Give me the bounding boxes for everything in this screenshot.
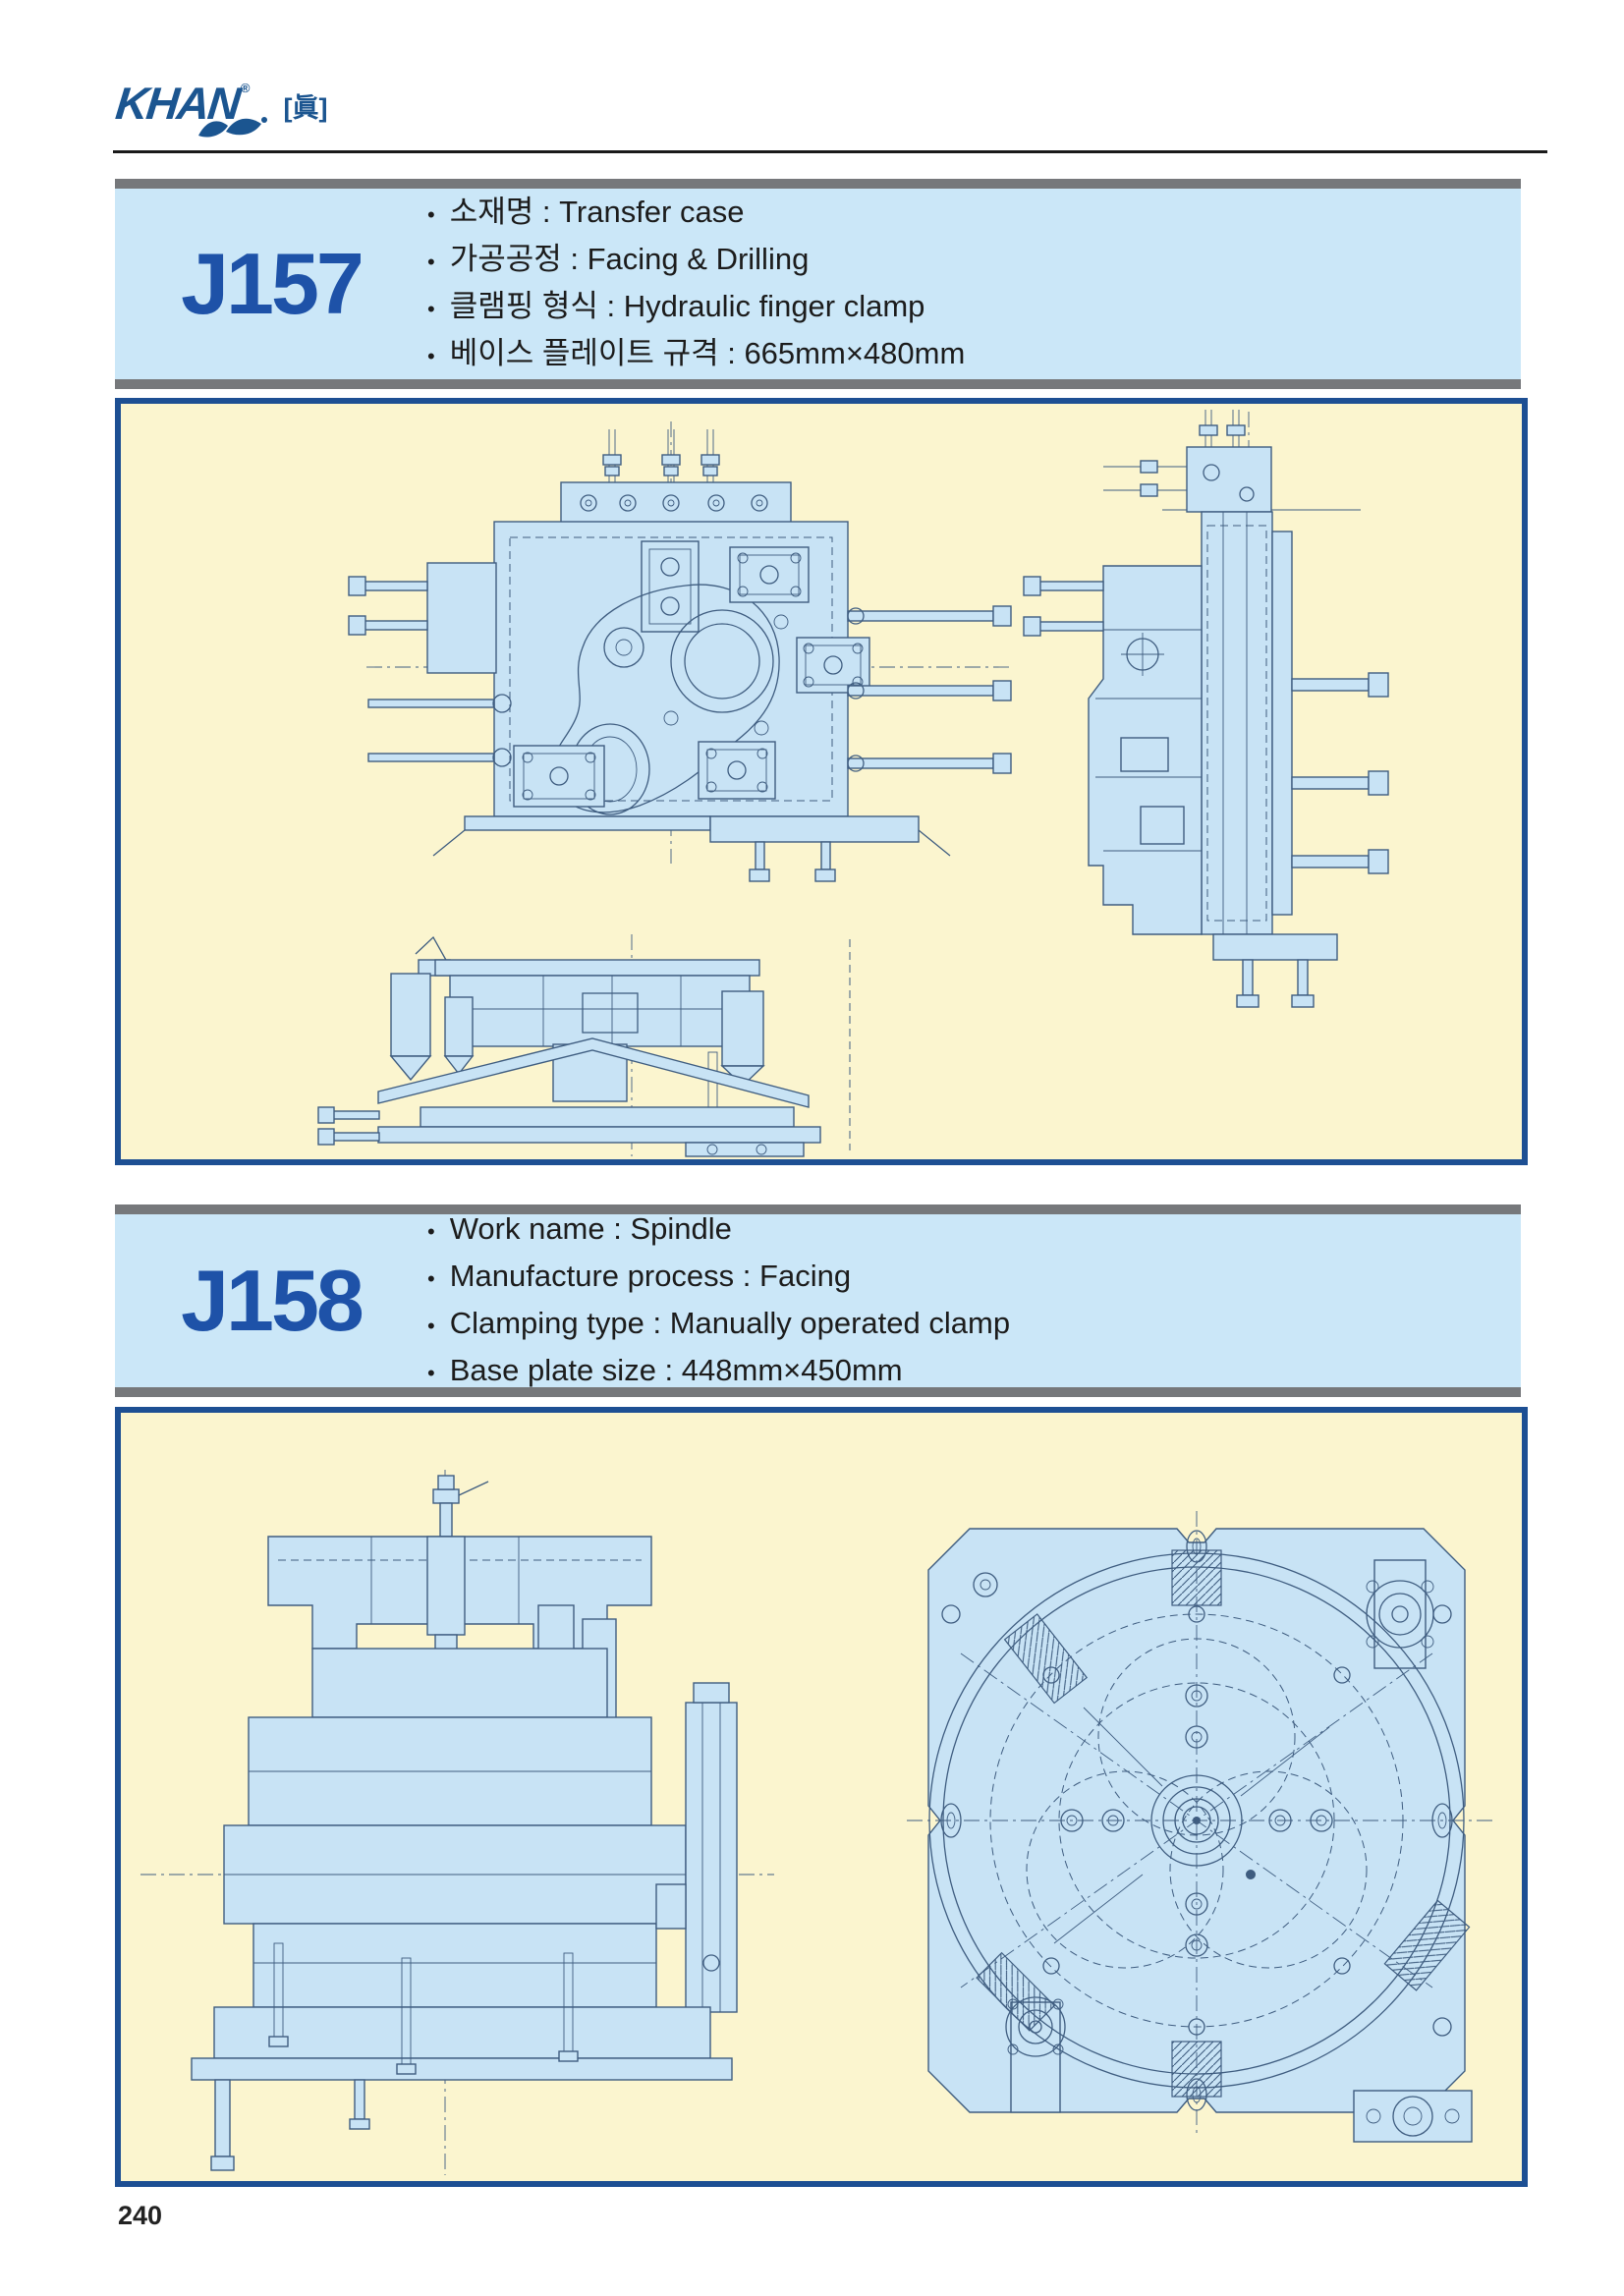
j157-elevation-view [317, 934, 851, 1157]
bullet-icon: • [427, 250, 435, 274]
drawing-panel-j157 [115, 398, 1528, 1165]
spec-item: • Work name : Spindle [427, 1206, 1010, 1254]
j158-plan-view [907, 1511, 1496, 2143]
model-code-j157: J157 [181, 235, 364, 332]
bullet-icon: • [427, 1219, 435, 1244]
spec-text: 소재명 : Transfer case [449, 195, 745, 229]
bullet-icon: • [427, 344, 435, 368]
spec-item: • Clamping type : Manually operated clamp [427, 1301, 1010, 1348]
spec-text: Clamping type : Manually operated clamp [449, 1306, 1011, 1340]
spec-item: • Base plate size : 448mm×450mm [427, 1348, 1010, 1395]
header-bottom-bar [115, 379, 1521, 389]
spec-item: • 소재명 : Transfer case [427, 190, 965, 237]
bullet-icon: • [427, 202, 435, 227]
model-code-j158: J158 [181, 1252, 364, 1349]
j157-front-view [348, 421, 1012, 882]
spec-list-j157: • 소재명 : Transfer case • 가공공정 : Facing & Dr… [427, 190, 965, 378]
bullet-icon: • [427, 1314, 435, 1338]
spec-item: • 클램핑 형식 : Hydraulic finger clamp [427, 284, 965, 331]
spec-item: • 가공공정 : Facing & Drilling [427, 237, 965, 284]
header-top-bar [115, 1204, 1521, 1214]
brand-header: KHAN ® [眞] [113, 78, 328, 143]
header-rule [113, 150, 1547, 153]
j158-section-view [140, 1470, 774, 2175]
page-number: 240 [118, 2201, 163, 2230]
section-header-j157: J157 • 소재명 : Transfer case • 가공공정 : Facing… [115, 179, 1521, 389]
j157-side-view [1023, 410, 1389, 1008]
logo-bracket-mark: [眞] [283, 93, 328, 123]
spec-text: 클램핑 형식 : Hydraulic finger clamp [449, 289, 925, 323]
j158-technical-drawing [140, 1470, 1496, 2175]
header-top-bar [115, 179, 1521, 189]
spec-text: Base plate size : 448mm×450mm [449, 1353, 903, 1387]
spec-text: 베이스 플레이트 규격 : 665mm×480mm [449, 336, 966, 370]
header-bottom-bar [115, 1387, 1521, 1397]
logo-text: KHAN [113, 78, 242, 129]
drawing-panel-j158 [115, 1407, 1528, 2187]
bullet-icon: • [427, 297, 435, 321]
spec-text: Work name : Spindle [449, 1211, 732, 1246]
spec-item: • Manufacture process : Facing [427, 1254, 1010, 1301]
bullet-icon: • [427, 1266, 435, 1291]
spec-text: 가공공정 : Facing & Drilling [449, 242, 810, 276]
spec-item: • 베이스 플레이트 규격 : 665mm×480mm [427, 331, 965, 378]
spec-text: Manufacture process : Facing [449, 1259, 852, 1293]
spec-list-j158: • Work name : Spindle • Manufacture proces… [427, 1206, 1010, 1395]
registered-mark: ® [240, 81, 251, 95]
j157-technical-drawing [317, 410, 1389, 1157]
logo-wave-icon [198, 117, 268, 138]
bullet-icon: • [427, 1361, 435, 1385]
section-header-j158: J158 • Work name : Spindle • Manufacture p… [115, 1204, 1521, 1397]
